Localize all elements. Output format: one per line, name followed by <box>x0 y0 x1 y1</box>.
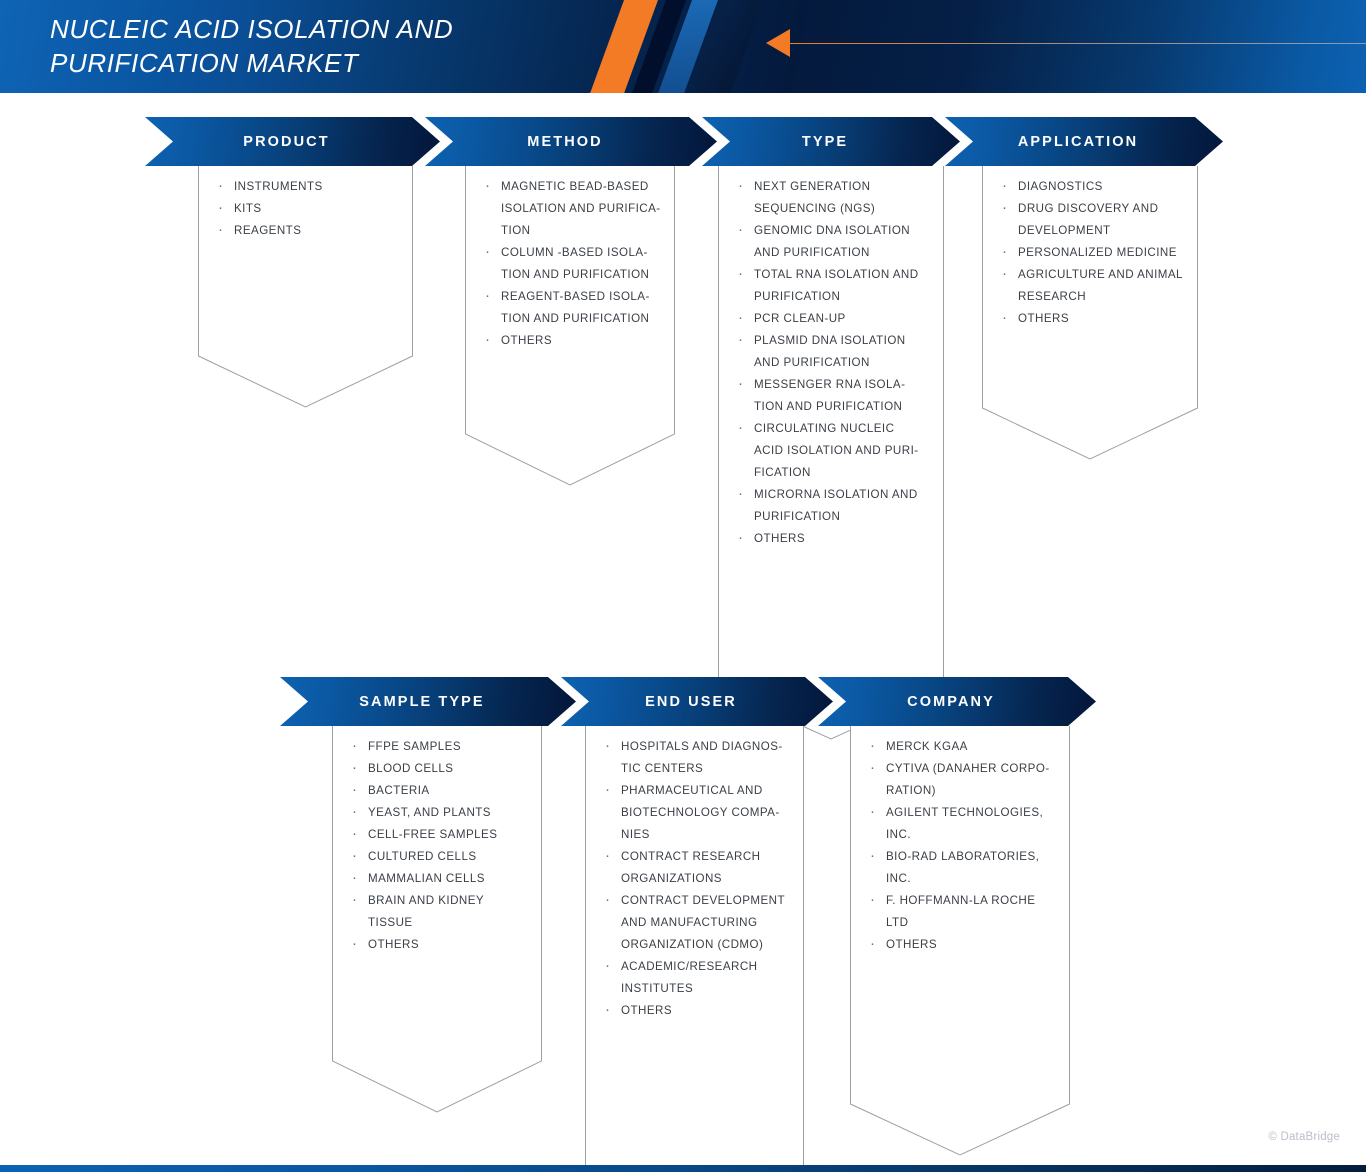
copyright-label: © DataBridge <box>1268 1131 1340 1143</box>
list-item[interactable]: BIO-RAD LABORATORIES, INC. <box>864 845 1056 890</box>
list-item[interactable]: GENOMIC DNA ISOLATION AND PURIFICATION <box>732 219 930 264</box>
segment-banner-method[interactable]: METHOD <box>425 117 717 166</box>
list-item[interactable]: BLOOD CELLS <box>346 757 528 780</box>
page-header: NUCLEIC ACID ISOLATION AND PURIFICATION … <box>0 0 1366 93</box>
list-item[interactable]: CULTURED CELLS <box>346 845 528 868</box>
footer-bar <box>0 1165 1366 1172</box>
list-item[interactable]: INSTRUMENTS <box>212 175 399 198</box>
list-item[interactable]: CONTRACT RESEARCH ORGANIZATIONS <box>599 845 790 890</box>
list-item[interactable]: REAGENTS <box>212 219 399 242</box>
segment-body-method: MAGNETIC BEAD-BASED ISOLATION AND PURIFI… <box>465 166 675 486</box>
list-item[interactable]: COLUMN -BASED ISOLA- TION AND PURIFICATI… <box>479 241 661 286</box>
list-item[interactable]: OTHERS <box>996 307 1184 330</box>
list-item[interactable]: BACTERIA <box>346 779 528 802</box>
list-item[interactable]: PCR CLEAN-UP <box>732 307 930 330</box>
segment-list-company: MERCK KGAACYTIVA (DANAHER CORPO- RATION)… <box>850 726 1070 956</box>
list-item[interactable]: PHARMACEUTICAL AND BIOTECHNOLOGY COMPA- … <box>599 779 790 846</box>
list-item[interactable]: MESSENGER RNA ISOLA- TION AND PURIFICATI… <box>732 373 930 418</box>
list-item[interactable]: ACADEMIC/RESEARCH INSTITUTES <box>599 955 790 1000</box>
list-item[interactable]: OTHERS <box>346 933 528 956</box>
segment-list-product: INSTRUMENTSKITSREAGENTS <box>198 166 413 242</box>
list-item[interactable]: FFPE SAMPLES <box>346 735 528 758</box>
segment-title-method: METHOD <box>527 133 603 150</box>
list-item[interactable]: PLASMID DNA ISOLATION AND PURIFICATION <box>732 329 930 374</box>
list-item[interactable]: MAMMALIAN CELLS <box>346 867 528 890</box>
segment-list-end-user: HOSPITALS AND DIAGNOS- TIC CENTERS PHARM… <box>585 726 804 1022</box>
segment-list-method: MAGNETIC BEAD-BASED ISOLATION AND PURIFI… <box>465 166 675 352</box>
list-item[interactable]: OTHERS <box>864 933 1056 956</box>
list-item[interactable]: OTHERS <box>479 329 661 352</box>
segment-title-sample-type: SAMPLE TYPE <box>359 693 485 710</box>
segment-banner-company[interactable]: COMPANY <box>818 677 1096 726</box>
list-item[interactable]: NEXT GENERATION SEQUENCING (NGS) <box>732 175 930 220</box>
list-item[interactable]: DRUG DISCOVERY AND DEVELOPMENT <box>996 197 1184 242</box>
list-item[interactable]: MAGNETIC BEAD-BASED ISOLATION AND PURIFI… <box>479 175 661 242</box>
segment-title-product: PRODUCT <box>243 133 330 150</box>
list-item[interactable]: OTHERS <box>599 999 790 1022</box>
segment-body-product: INSTRUMENTSKITSREAGENTS <box>198 166 413 408</box>
segment-title-end-user: END USER <box>645 693 737 710</box>
list-item[interactable]: CIRCULATING NUCLEIC ACID ISOLATION AND P… <box>732 417 930 484</box>
list-item[interactable]: CYTIVA (DANAHER CORPO- RATION) <box>864 757 1056 802</box>
segment-body-end-user: HOSPITALS AND DIAGNOS- TIC CENTERS PHARM… <box>585 726 804 1172</box>
list-item[interactable]: DIAGNOSTICS <box>996 175 1184 198</box>
list-item[interactable]: KITS <box>212 197 399 220</box>
list-item[interactable]: CELL-FREE SAMPLES <box>346 823 528 846</box>
segment-body-company: MERCK KGAACYTIVA (DANAHER CORPO- RATION)… <box>850 726 1070 1156</box>
list-item[interactable]: CONTRACT DEVELOPMENT AND MANUFACTURING O… <box>599 889 790 956</box>
list-item[interactable]: AGRICULTURE AND ANIMAL RESEARCH <box>996 263 1184 308</box>
list-item[interactable]: MERCK KGAA <box>864 735 1056 758</box>
segment-body-application: DIAGNOSTICSDRUG DISCOVERY AND DEVELOPMEN… <box>982 166 1198 460</box>
segment-title-type: TYPE <box>801 133 849 150</box>
segment-banner-product[interactable]: PRODUCT <box>145 117 440 166</box>
list-item[interactable]: BRAIN AND KIDNEY TISSUE <box>346 889 528 934</box>
segment-banner-end-user[interactable]: END USER <box>561 677 833 726</box>
segment-body-type: NEXT GENERATION SEQUENCING (NGS)GENOMIC … <box>718 166 944 740</box>
list-item[interactable]: HOSPITALS AND DIAGNOS- TIC CENTERS <box>599 735 790 780</box>
list-item[interactable]: TOTAL RNA ISOLATION AND PURIFICATION <box>732 263 930 308</box>
page-title: NUCLEIC ACID ISOLATION AND PURIFICATION … <box>50 14 454 79</box>
header-rule-line <box>790 43 1366 44</box>
segment-title-application: APPLICATION <box>1017 133 1139 150</box>
segment-banner-application[interactable]: APPLICATION <box>945 117 1223 166</box>
segment-banner-sample-type[interactable]: SAMPLE TYPE <box>280 677 576 726</box>
left-arrow-icon <box>766 29 790 57</box>
list-item[interactable]: YEAST, AND PLANTS <box>346 801 528 824</box>
list-item[interactable]: PERSONALIZED MEDICINE <box>996 241 1184 264</box>
segment-list-type: NEXT GENERATION SEQUENCING (NGS)GENOMIC … <box>718 166 944 550</box>
list-item[interactable]: AGILENT TECHNOLOGIES, INC. <box>864 801 1056 846</box>
segment-body-sample-type: FFPE SAMPLESBLOOD CELLSBACTERIAYEAST, AN… <box>332 726 542 1113</box>
list-item[interactable]: F. HOFFMANN-LA ROCHE LTD <box>864 889 1056 934</box>
list-item[interactable]: OTHERS <box>732 527 930 550</box>
segment-banner-type[interactable]: TYPE <box>702 117 960 166</box>
list-item[interactable]: MICRORNA ISOLATION AND PURIFICATION <box>732 483 930 528</box>
segment-list-sample-type: FFPE SAMPLESBLOOD CELLSBACTERIAYEAST, AN… <box>332 726 542 956</box>
segment-list-application: DIAGNOSTICSDRUG DISCOVERY AND DEVELOPMEN… <box>982 166 1198 330</box>
segment-title-company: COMPANY <box>907 693 995 710</box>
list-item[interactable]: REAGENT-BASED ISOLA- TION AND PURIFICATI… <box>479 285 661 330</box>
